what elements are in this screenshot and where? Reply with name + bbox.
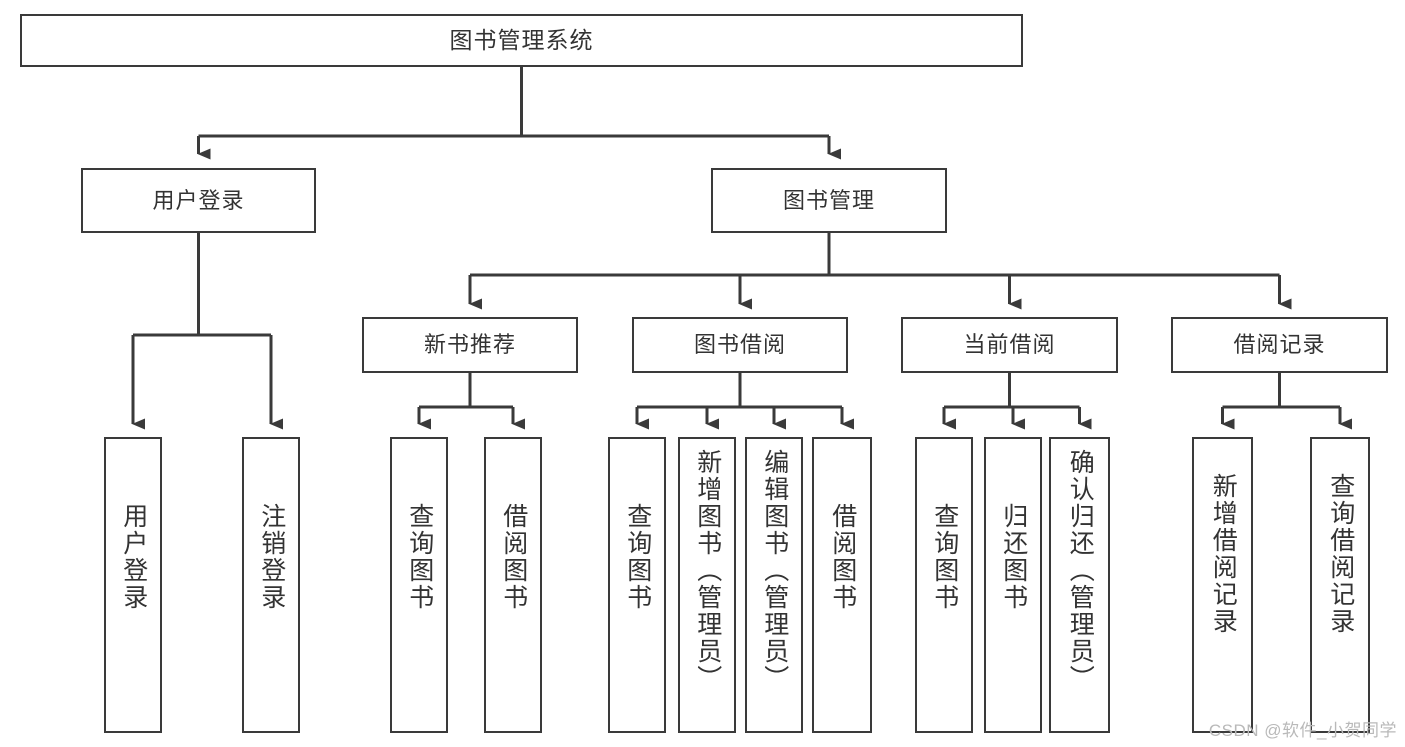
leaf-query-books-borrowing[interactable]: 查询图书 <box>608 437 666 733</box>
node-label: 当前借阅 <box>963 332 1056 357</box>
node-label: 新书推荐 <box>423 332 516 357</box>
leaf-query-books-recommendation[interactable]: 查询图书 <box>390 437 448 733</box>
node-label: 图书管理系统 <box>449 27 594 53</box>
node-book-management[interactable]: 图书管理 <box>711 168 947 233</box>
node-label: 编辑图书（管理员） <box>760 449 789 692</box>
leaf-user-login[interactable]: 用户登录 <box>104 437 162 733</box>
leaf-query-borrowing-record[interactable]: 查询借阅记录 <box>1310 437 1370 733</box>
node-label: 查询图书 <box>623 503 652 611</box>
node-label: 用户登录 <box>152 187 245 213</box>
node-label: 新增借阅记录 <box>1209 473 1238 635</box>
leaf-logout[interactable]: 注销登录 <box>242 437 300 733</box>
node-label: 注销登录 <box>257 503 286 611</box>
leaf-borrow-books[interactable]: 借阅图书 <box>812 437 872 733</box>
node-label: 查询图书 <box>405 503 434 611</box>
leaf-add-borrowing-record[interactable]: 新增借阅记录 <box>1192 437 1253 733</box>
node-label: 借阅图书 <box>828 503 857 611</box>
node-root-book-management-system[interactable]: 图书管理系统 <box>20 14 1023 67</box>
node-user-login[interactable]: 用户登录 <box>81 168 316 233</box>
leaf-add-book-admin[interactable]: 新增图书（管理员） <box>678 437 736 733</box>
leaf-confirm-return-admin[interactable]: 确认归还（管理员） <box>1049 437 1110 733</box>
node-label: 借阅记录 <box>1233 332 1326 357</box>
node-book-borrowing[interactable]: 图书借阅 <box>632 317 848 373</box>
leaf-query-books-current[interactable]: 查询图书 <box>915 437 973 733</box>
node-current-borrowing[interactable]: 当前借阅 <box>901 317 1118 373</box>
leaf-return-books[interactable]: 归还图书 <box>984 437 1042 733</box>
node-label: 用户登录 <box>119 503 148 611</box>
node-label: 借阅图书 <box>499 503 528 611</box>
node-label: 归还图书 <box>999 503 1028 611</box>
leaf-edit-book-admin[interactable]: 编辑图书（管理员） <box>745 437 803 733</box>
node-label: 查询借阅记录 <box>1326 473 1355 635</box>
node-label: 图书借阅 <box>693 332 786 357</box>
node-borrowing-records[interactable]: 借阅记录 <box>1171 317 1388 373</box>
leaf-borrow-books-recommendation[interactable]: 借阅图书 <box>484 437 542 733</box>
node-label: 图书管理 <box>782 187 875 213</box>
node-label: 新增图书（管理员） <box>693 449 722 692</box>
csdn-watermark: CSDN @软件_小贺同学 <box>1208 721 1397 740</box>
node-label: 确认归还（管理员） <box>1066 449 1095 692</box>
node-new-book-recommendation[interactable]: 新书推荐 <box>362 317 578 373</box>
node-label: 查询图书 <box>930 503 959 611</box>
